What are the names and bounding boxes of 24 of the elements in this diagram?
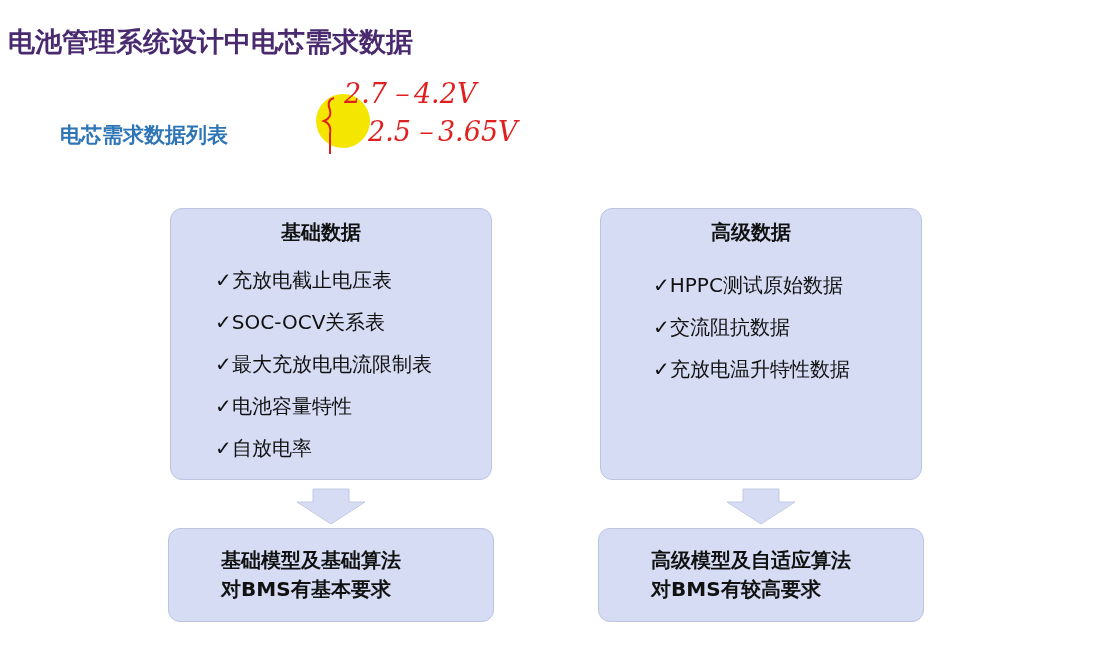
- data-box: [598, 528, 924, 622]
- box-text: 对BMS有较高要求: [651, 576, 822, 603]
- box-heading: 高级数据: [710, 219, 792, 246]
- subtitle: 电芯需求数据列表: [60, 122, 228, 149]
- list-item: ✓交流阻抗数据: [653, 314, 790, 341]
- list-item: ✓SOC-OCV关系表: [215, 309, 386, 336]
- list-item: ✓电池容量特性: [215, 393, 352, 420]
- block-arrow: [296, 488, 366, 525]
- block-arrow: [726, 488, 796, 525]
- list-item: ✓自放电率: [215, 435, 312, 462]
- box-text: 对BMS有基本要求: [221, 576, 392, 603]
- box-text: 基础模型及基础算法: [221, 547, 402, 574]
- title: 电池管理系统设计中电芯需求数据: [8, 25, 413, 59]
- list-item: ✓充放电截止电压表: [215, 267, 392, 294]
- data-box: [600, 208, 922, 480]
- data-box: [170, 208, 492, 480]
- box-text: 高级模型及自适应算法: [651, 547, 852, 574]
- handwritten-note: 2.7－4.2V: [344, 77, 477, 111]
- box-heading: 基础数据: [280, 219, 362, 246]
- list-item: ✓HPPC测试原始数据: [653, 272, 843, 299]
- handwritten-note: 2.5－3.65V: [368, 115, 518, 149]
- list-item: ✓最大充放电电流限制表: [215, 351, 432, 378]
- data-box: [168, 528, 494, 622]
- list-item: ✓充放电温升特性数据: [653, 356, 850, 383]
